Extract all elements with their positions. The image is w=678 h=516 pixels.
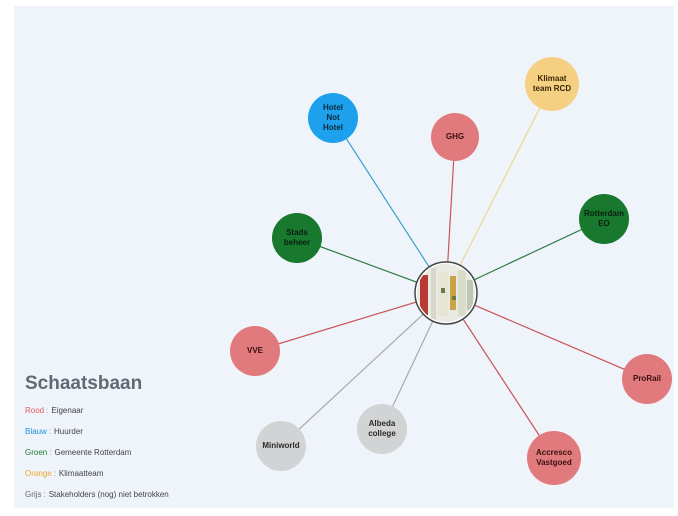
node-vve: VVE	[230, 326, 280, 376]
node-miniworld: Miniworld	[256, 421, 306, 471]
legend-label: Eigenaar	[51, 406, 84, 415]
node-label-rotterdam: EO	[598, 219, 610, 228]
node-circle-albeda	[357, 404, 407, 454]
legend-item-blue: Blauw:Huurder	[25, 426, 265, 447]
legend-label: Huurder	[54, 427, 83, 436]
edge-klimaat	[445, 83, 553, 294]
edge-vve	[254, 292, 447, 352]
node-label-klimaat: team RCD	[533, 84, 571, 93]
site-photo-image	[417, 264, 475, 322]
legend-separator: :	[43, 490, 46, 499]
node-label-vve: VVE	[247, 346, 264, 355]
legend-separator: :	[48, 427, 52, 436]
edge-miniworld	[280, 292, 447, 447]
legend-item-grey: Grijs:Stakeholders (nog) niet betrokken	[25, 489, 265, 510]
edge-hotel	[332, 117, 447, 294]
legend-separator: :	[49, 448, 52, 457]
legend-label: Gemeente Rotterdam	[54, 448, 132, 457]
node-label-hotel: Hotel	[323, 103, 343, 112]
legend-title: Schaatsbaan	[25, 373, 143, 394]
node-label-hotel: Hotel	[323, 123, 343, 132]
legend-item-red: Rood:Eigenaar	[25, 405, 265, 426]
legend-item-green: Groen:Gemeente Rotterdam	[25, 447, 265, 468]
legend-label: Klimaatteam	[58, 469, 104, 478]
node-label-accresco: Vastgoed	[536, 458, 572, 467]
node-circle-rotterdam	[579, 194, 629, 244]
node-prorail: ProRail	[622, 354, 672, 404]
legend-item-orange: Orange:Klimaatteam	[25, 468, 265, 489]
node-klimaat: Klimaatteam RCD	[525, 57, 579, 111]
legend-key: Grijs	[25, 490, 42, 499]
node-label-stadsbeheer: Stads	[286, 228, 308, 237]
node-circle-hotel	[308, 93, 358, 143]
node-label-ghg: GHG	[446, 132, 464, 141]
edge-prorail	[445, 292, 648, 380]
node-label-miniworld: Miniworld	[262, 441, 299, 450]
edge-accresco	[445, 292, 555, 459]
node-ghg: GHG	[431, 113, 479, 161]
legend-separator: :	[53, 469, 56, 478]
node-circle-vve	[230, 326, 280, 376]
legend-key: Rood	[25, 406, 45, 415]
node-label-albeda: college	[368, 429, 396, 438]
node-circle-klimaat	[525, 57, 579, 111]
node-label-hotel: Not	[326, 113, 340, 122]
node-circle-prorail	[622, 354, 672, 404]
node-circle-miniworld	[256, 421, 306, 471]
legend-key: Groen	[25, 448, 48, 457]
legend-separator: :	[46, 406, 49, 415]
legend-label: Stakeholders (nog) niet betrokken	[48, 490, 169, 499]
node-circle-stadsbeheer	[272, 213, 322, 263]
node-circle-accresco	[527, 431, 581, 485]
node-label-rotterdam: Rotterdam	[584, 209, 624, 218]
node-label-prorail: ProRail	[633, 374, 661, 383]
legend-key: Blauw	[25, 427, 47, 436]
node-label-klimaat: Klimaat	[538, 74, 567, 83]
node-label-accresco: Accresco	[536, 448, 572, 457]
center-node	[414, 261, 478, 325]
legend-key: Orange	[25, 469, 52, 478]
node-label-stadsbeheer: beheer	[284, 238, 310, 247]
node-circle-ghg	[431, 113, 479, 161]
node-label-albeda: Albeda	[369, 419, 396, 428]
